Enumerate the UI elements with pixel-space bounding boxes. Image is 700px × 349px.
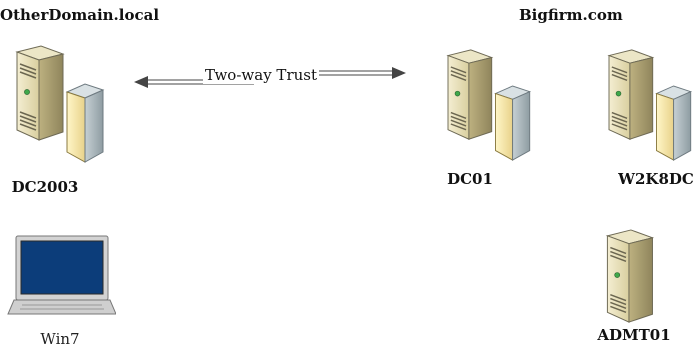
node-label-admt01: ADMT01 (597, 326, 671, 344)
node-label-dc2003: DC2003 (11, 178, 79, 196)
node-label-w2k8dc: W2K8DC (618, 170, 694, 188)
trust-label: Two-way Trust (203, 66, 319, 84)
node-label-win7: Win7 (40, 330, 80, 348)
server-icon (596, 228, 658, 326)
node-label-dc01: DC01 (447, 170, 493, 188)
domain-title-left: OtherDomain.local (0, 6, 160, 24)
domain-title-right: Bigfirm.com (519, 6, 623, 24)
laptop-icon (6, 234, 116, 318)
server-icon (434, 48, 538, 162)
server-icon (2, 44, 112, 164)
server-icon (594, 48, 700, 162)
